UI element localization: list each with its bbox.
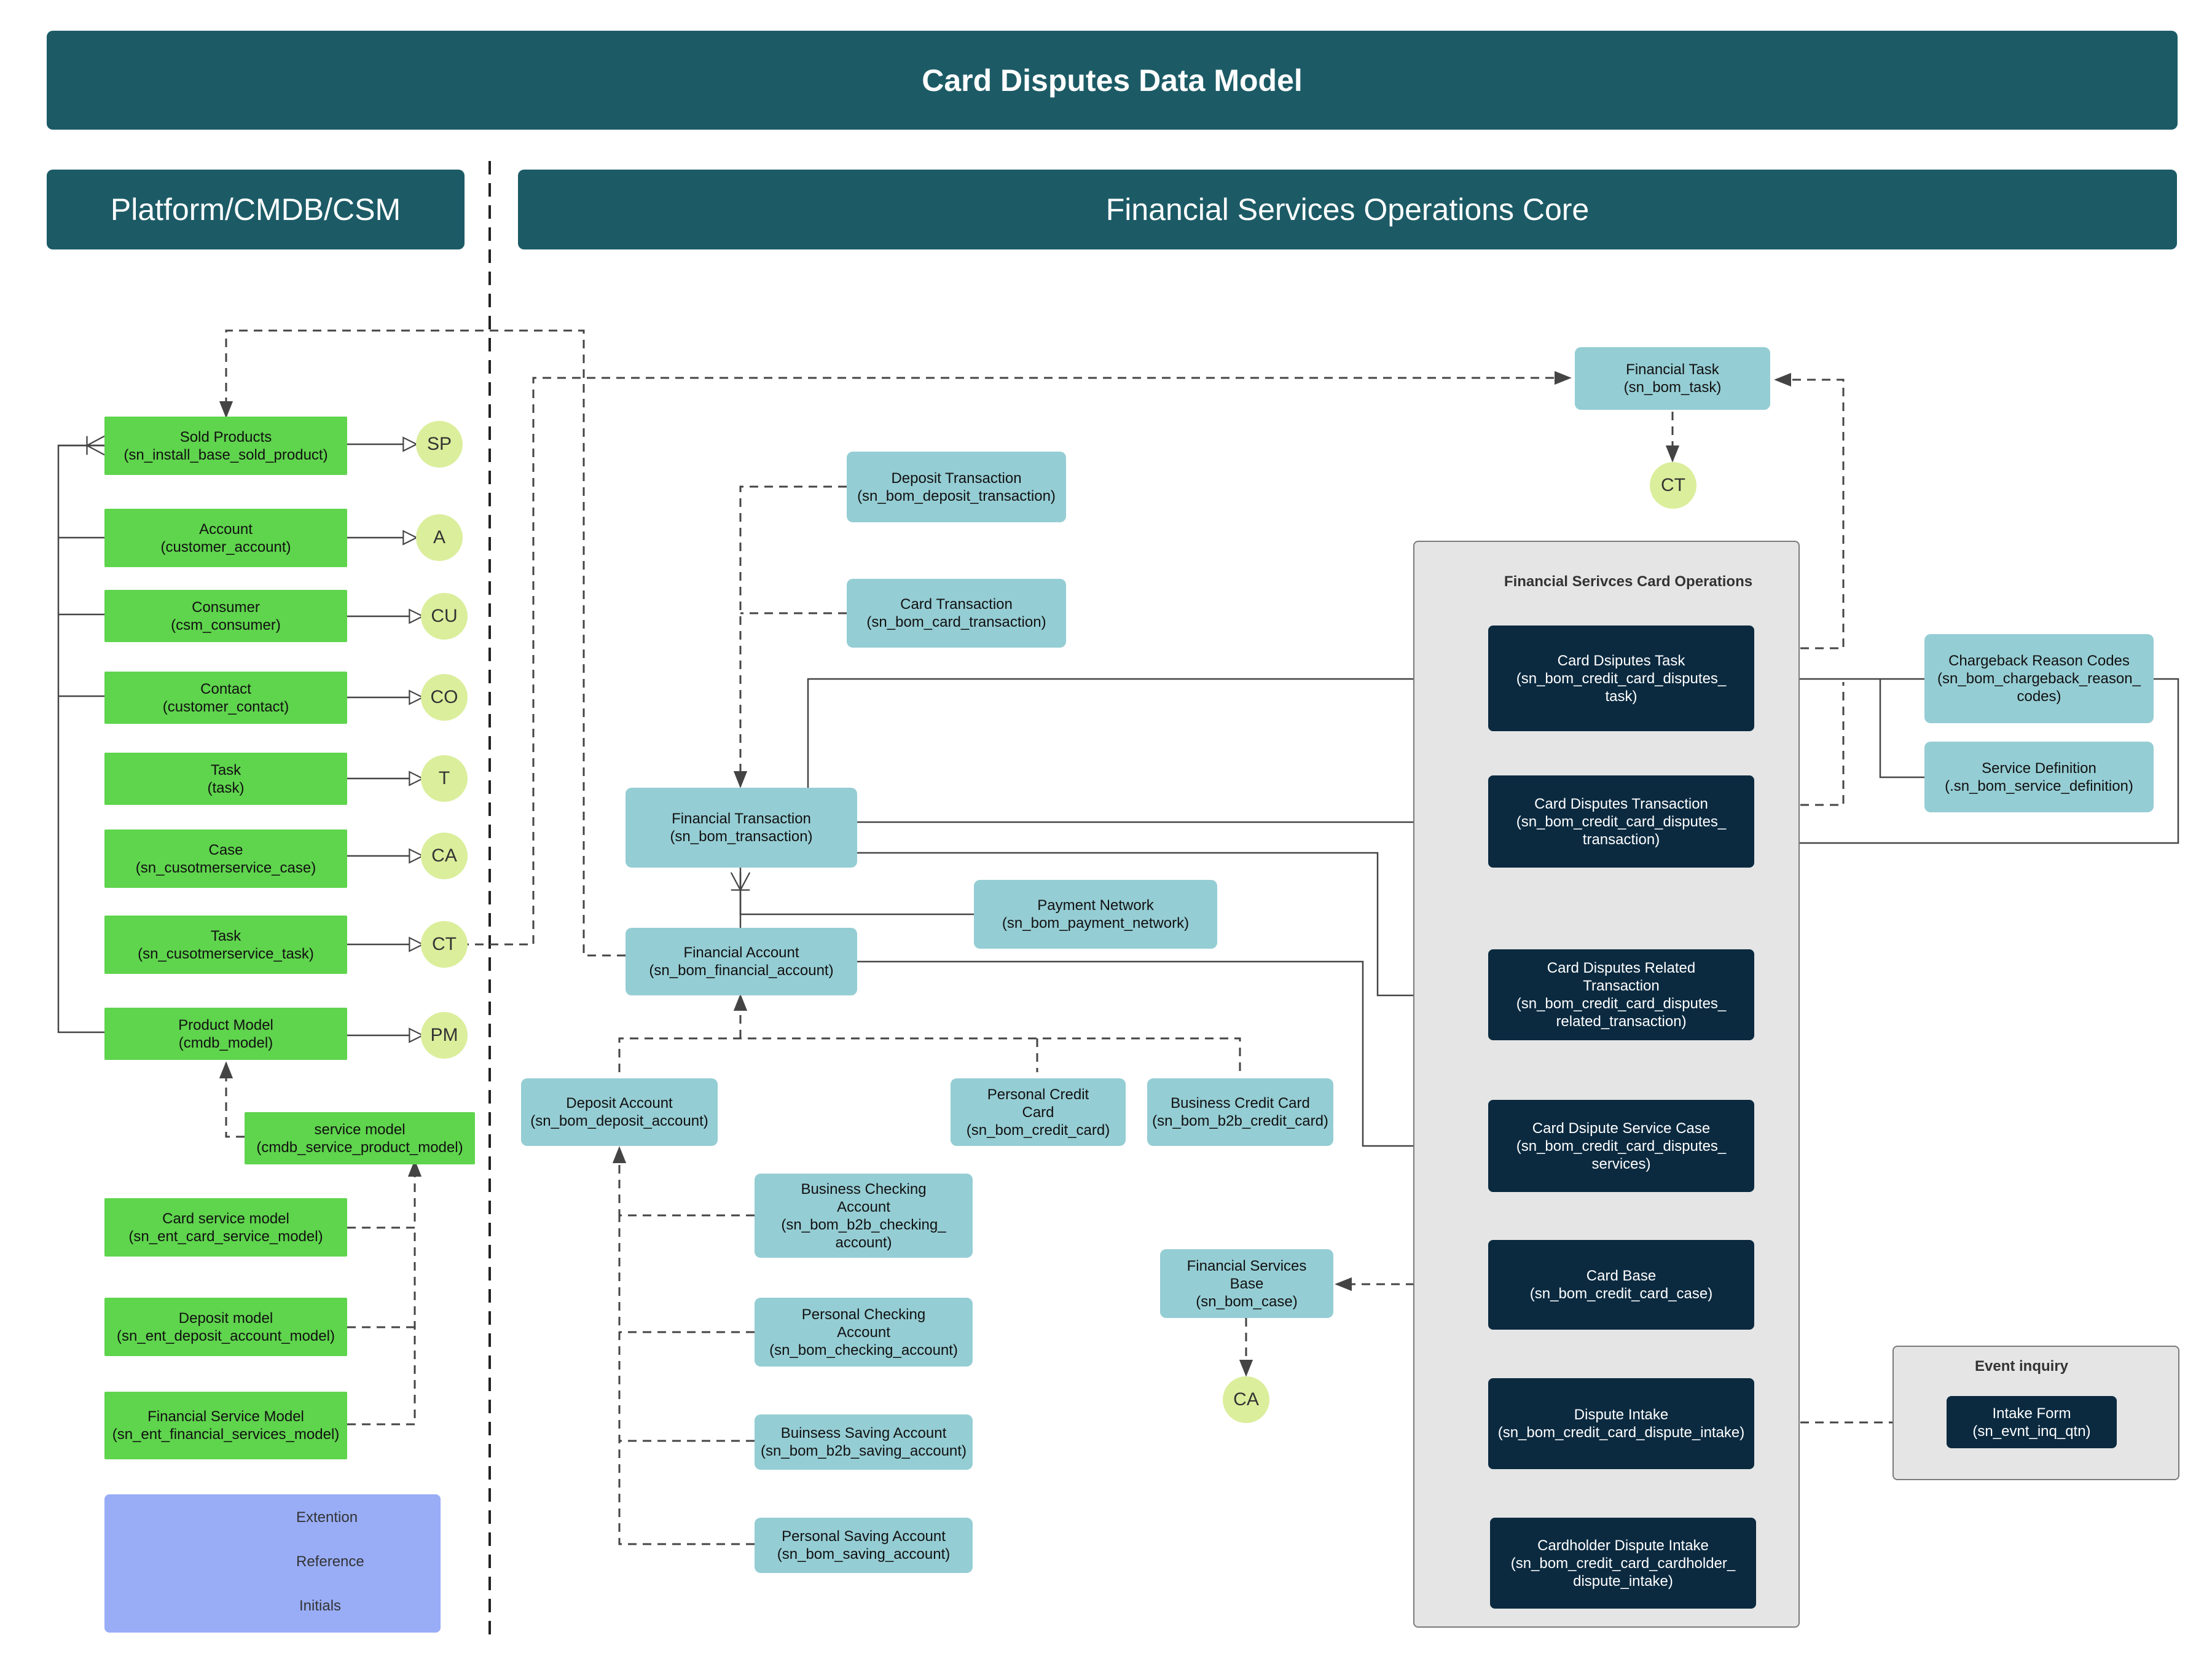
- node-task[interactable]: Task (task): [104, 753, 347, 805]
- node-financial-task[interactable]: Financial Task (sn_bom_task): [1575, 347, 1770, 410]
- page-title: Card Disputes Data Model: [47, 31, 2178, 130]
- node-card-base[interactable]: Card Base (sn_bom_credit_card_case): [1488, 1240, 1754, 1330]
- legend: [104, 1494, 441, 1633]
- node-payment-network[interactable]: Payment Network (sn_bom_payment_network): [974, 880, 1217, 949]
- ref-txn-right-loop: [1755, 678, 2179, 853]
- ext-fs-model: [347, 1228, 416, 1426]
- ext-deposit-children: [612, 1146, 755, 1217]
- node-service-definition[interactable]: Service Definition (.sn_bom_service_defi…: [1924, 742, 2154, 812]
- legend-reference-label: Reference: [296, 1553, 364, 1570]
- ext-personal-saving: [618, 1215, 755, 1545]
- ext-dispute-task-to-financial-task: [1756, 372, 1845, 649]
- core-extensions: [612, 372, 1947, 1545]
- group-event-inquiry-title: Event inquiry: [1974, 1358, 2069, 1375]
- ref-service-def-to-txn: [1879, 679, 1924, 779]
- initial-ca: CA: [421, 833, 468, 879]
- node-sold-products[interactable]: Sold Products (sn_install_base_sold_prod…: [104, 417, 347, 475]
- node-personal-saving[interactable]: Personal Saving Account (sn_bom_saving_a…: [755, 1518, 973, 1573]
- initial-cu: CU: [421, 593, 468, 640]
- section-header-platform: Platform/CMDB/CSM: [47, 170, 465, 249]
- node-cardholder-dispute-intake[interactable]: Cardholder Dispute Intake (sn_bom_credit…: [1490, 1518, 1756, 1609]
- ext-deposit-transaction: [733, 485, 847, 788]
- node-financial-service-model[interactable]: Financial Service Model (sn_ent_financia…: [104, 1392, 347, 1459]
- ext-service-to-product-model: [219, 1061, 245, 1138]
- ext-fa-to-sold-products: [219, 329, 626, 957]
- node-deposit-transaction[interactable]: Deposit Transaction (sn_bom_deposit_tran…: [847, 452, 1066, 522]
- node-card-disputes-related[interactable]: Card Disputes Related Transaction (sn_bo…: [1488, 949, 1754, 1040]
- initial-ct-financial-task: CT: [1650, 462, 1696, 509]
- node-business-saving[interactable]: Buinsess Saving Account (sn_bom_b2b_savi…: [755, 1414, 973, 1470]
- ext-dispute-txn-to-task: [1756, 682, 1845, 806]
- node-dispute-intake[interactable]: Dispute Intake (sn_bom_credit_card_dispu…: [1488, 1378, 1754, 1469]
- node-consumer[interactable]: Consumer (csm_consumer): [104, 590, 347, 642]
- node-service-model[interactable]: service model (cmdb_service_product_mode…: [245, 1112, 475, 1164]
- ref-payment-network: [730, 872, 974, 916]
- node-card-service-model[interactable]: Card service model (sn_ent_card_service_…: [104, 1198, 347, 1257]
- ext-card-service-model: [347, 1159, 422, 1229]
- node-financial-transaction[interactable]: Financial Transaction (sn_bom_transactio…: [626, 788, 857, 868]
- node-card-dispute-service-case[interactable]: Card Dsipute Service Case (sn_bom_credit…: [1488, 1100, 1754, 1192]
- platform-bracket-line: [57, 444, 104, 1033]
- platform-connectors: [57, 435, 423, 1035]
- node-card-disputes-transaction[interactable]: Card Disputes Transaction (sn_bom_credit…: [1488, 775, 1754, 868]
- ref-ft-to-dispute-task: [807, 669, 1489, 790]
- node-financial-account[interactable]: Financial Account (sn_bom_financial_acco…: [626, 928, 857, 995]
- node-deposit-account[interactable]: Deposit Account (sn_bom_deposit_account): [521, 1078, 718, 1146]
- node-contact[interactable]: Contact (customer_contact): [104, 672, 347, 724]
- node-chargeback-reason-codes[interactable]: Chargeback Reason Codes (sn_bom_chargeba…: [1924, 634, 2154, 723]
- node-card-transaction[interactable]: Card Transaction (sn_bom_card_transactio…: [847, 579, 1066, 648]
- node-product-model[interactable]: Product Model (cmdb_model): [104, 1008, 347, 1060]
- node-account[interactable]: Account (customer_account): [104, 509, 347, 567]
- legend-extension-label: Extention: [296, 1509, 358, 1526]
- ext-cstask-to-financial-task: [445, 371, 1572, 946]
- node-business-checking[interactable]: Business Checking Account (sn_bom_b2b_ch…: [755, 1174, 973, 1258]
- node-case[interactable]: Case (sn_cusotmerservice_case): [104, 830, 347, 888]
- initial-ct: CT: [421, 921, 468, 968]
- node-deposit-model[interactable]: Deposit model (sn_ent_deposit_account_mo…: [104, 1298, 347, 1356]
- ext-deposit-account: [618, 1037, 1241, 1072]
- initial-t: T: [421, 755, 468, 802]
- node-financial-services-base[interactable]: Financial Services Base (sn_bom_case): [1160, 1249, 1333, 1318]
- node-personal-checking[interactable]: Personal Checking Account (sn_bom_checki…: [755, 1298, 973, 1367]
- node-intake-form[interactable]: Intake Form (sn_evnt_inq_qtn): [1947, 1396, 2117, 1448]
- initial-sp: SP: [416, 421, 463, 468]
- node-cs-task[interactable]: Task (sn_cusotmerservice_task): [104, 916, 347, 974]
- node-business-credit-card[interactable]: Business Credit Card (sn_bom_b2b_credit_…: [1147, 1078, 1333, 1146]
- platform-extensions: [219, 329, 1572, 1426]
- node-card-disputes-task[interactable]: Card Dsiputes Task (sn_bom_credit_card_d…: [1488, 626, 1754, 731]
- node-personal-credit-card[interactable]: Personal Credit Card (sn_bom_credit_card…: [951, 1078, 1126, 1146]
- legend-initials-label: Initials: [299, 1598, 342, 1614]
- group-card-operations-title: Financial Serivces Card Operations: [1504, 573, 1753, 590]
- initial-ca-financial-services-base: CA: [1223, 1376, 1269, 1423]
- initial-co: CO: [421, 674, 468, 721]
- section-header-core: Financial Services Operations Core: [518, 170, 2177, 249]
- initial-a: A: [416, 514, 463, 561]
- initial-pm: PM: [421, 1012, 468, 1059]
